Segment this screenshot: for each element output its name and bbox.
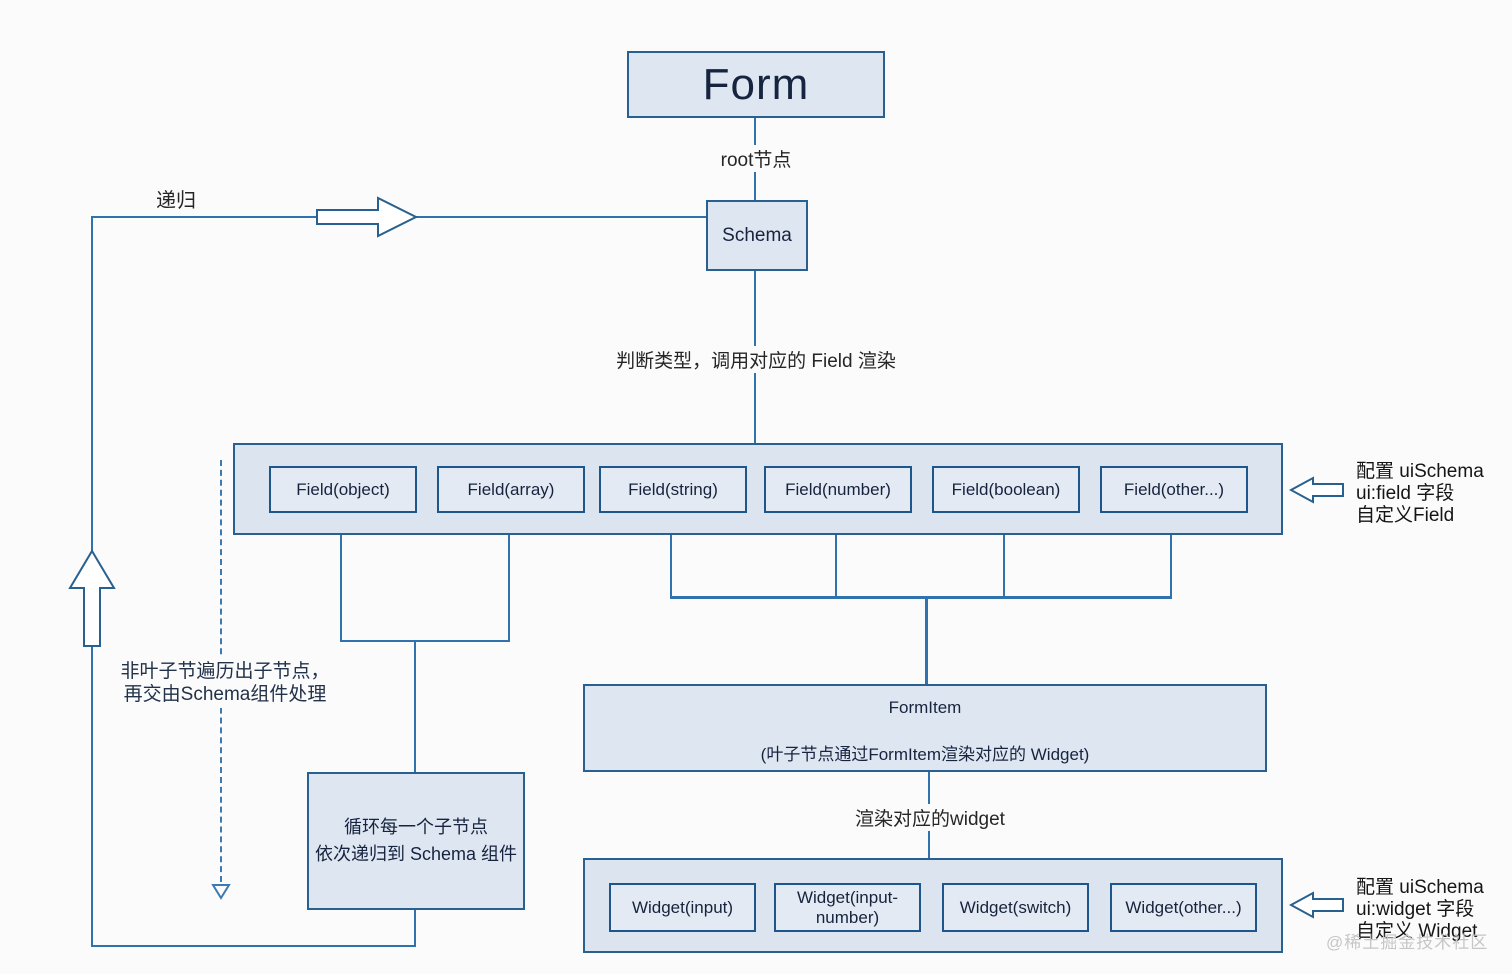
widget-annotation-line1: 配置 uiSchema	[1356, 877, 1484, 898]
connector-field-other-drop	[1170, 535, 1172, 598]
widget-node-other: Widget(other...)	[1110, 883, 1257, 932]
open-arrowhead-down-icon	[211, 883, 231, 900]
formitem-subtitle: (叶子节点通过FormItem渲染对应的 Widget)	[760, 745, 1090, 764]
field-annotation: 配置 uiSchema ui:field 字段 自定义Field	[1356, 461, 1484, 527]
form-node-label: Form	[702, 59, 810, 109]
connector-left-pair-to-loop	[414, 640, 416, 774]
field-annotation-left-arrow-icon	[1288, 476, 1345, 504]
field-node-array: Field(array)	[437, 466, 585, 513]
connector-field-array-drop	[508, 535, 510, 642]
connector-right-group-to-formitem	[925, 596, 928, 684]
connector-field-boolean-drop	[1003, 535, 1005, 598]
loop-node-line1: 循环每一个子节点	[344, 817, 488, 837]
formitem-node: FormItem (叶子节点通过FormItem渲染对应的 Widget)	[583, 684, 1267, 772]
non-leaf-note: 非叶子节遍历出子节点， 再交由Schema组件处理	[105, 658, 345, 708]
schema-node-label: Schema	[722, 224, 792, 246]
loop-up-arrow-icon	[67, 549, 117, 648]
connector-left-pair-join	[340, 640, 510, 642]
widget-group: Widget(input) Widget(input-number) Widge…	[583, 858, 1283, 953]
connector-field-string-drop	[670, 535, 672, 598]
widget-node-input-number: Widget(input-number)	[774, 883, 921, 932]
schema-node: Schema	[706, 200, 808, 271]
widget-annotation-line2: ui:widget 字段	[1356, 899, 1475, 920]
connector-field-object-drop	[340, 535, 342, 642]
non-leaf-note-line2: 再交由Schema组件处理	[123, 684, 327, 705]
field-node-boolean: Field(boolean)	[932, 466, 1080, 513]
widget-node-label: Widget(switch)	[959, 897, 1072, 917]
field-node-number: Field(number)	[764, 466, 912, 513]
root-node-label: root节点	[714, 145, 798, 172]
widget-annotation-line3: 自定义 Widget	[1356, 921, 1478, 942]
field-node-label: Field(other...)	[1123, 479, 1225, 499]
widget-node-input: Widget(input)	[609, 883, 756, 932]
judge-type-label: 判断类型，调用对应的 Field 渲染	[610, 346, 902, 373]
widget-node-switch: Widget(switch)	[942, 883, 1089, 932]
field-node-label: Field(object)	[296, 479, 390, 499]
connector-loop-bottom	[414, 908, 416, 947]
widget-annotation: 配置 uiSchema ui:widget 字段 自定义 Widget	[1356, 877, 1484, 943]
widget-node-label: Widget(input-number)	[796, 887, 899, 927]
render-widget-label: 渲染对应的widget	[849, 804, 1011, 831]
field-node-label: Field(boolean)	[951, 479, 1061, 499]
connector-right-group-join	[670, 596, 1172, 599]
field-annotation-line1: 配置 uiSchema	[1356, 461, 1484, 482]
field-annotation-line3: 自定义Field	[1356, 505, 1455, 526]
watermark: @稀土掘金技术社区	[1326, 933, 1489, 952]
formitem-title: FormItem	[888, 698, 962, 717]
widget-node-label: Widget(other...)	[1125, 897, 1242, 917]
form-node: Form	[627, 51, 885, 118]
field-annotation-line2: ui:field 字段	[1356, 483, 1455, 504]
loop-node-line2: 依次递归到 Schema 组件	[314, 844, 518, 864]
recursion-label: 递归	[150, 184, 202, 213]
non-leaf-note-line1: 非叶子节遍历出子节点，	[120, 661, 330, 682]
field-node-object: Field(object)	[269, 466, 417, 513]
connector-field-number-drop	[835, 535, 837, 598]
field-node-label: Field(array)	[467, 479, 555, 499]
field-node-label: Field(string)	[628, 479, 718, 499]
widget-annotation-left-arrow-icon	[1288, 891, 1345, 919]
field-node-string: Field(string)	[599, 466, 747, 513]
field-node-label: Field(number)	[785, 479, 891, 499]
recursion-right-arrow-icon	[316, 196, 419, 238]
field-group: Field(object) Field(array) Field(string)…	[233, 443, 1283, 535]
loop-node: 循环每一个子节点 依次递归到 Schema 组件	[307, 772, 525, 910]
field-node-other: Field(other...)	[1100, 466, 1248, 513]
connector-bottom-horizontal	[91, 945, 416, 947]
widget-node-label: Widget(input)	[631, 897, 734, 917]
